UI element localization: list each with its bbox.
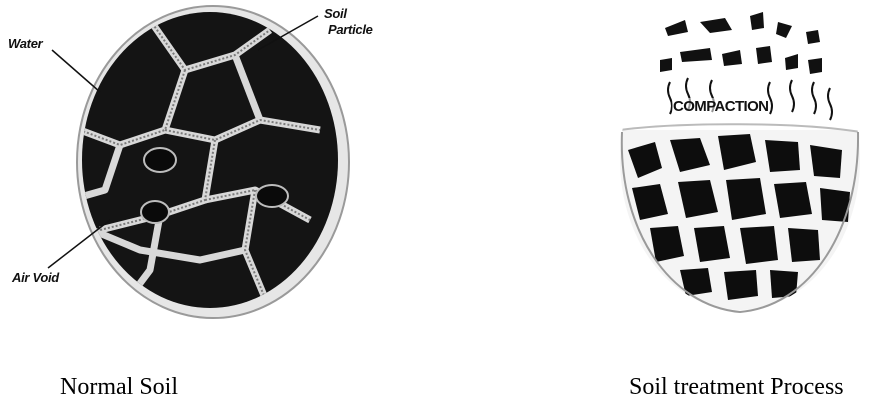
soil-treatment-panel: COMPACTION Soil treatment Process	[560, 0, 871, 412]
soil-treatment-caption: Soil treatment Process	[629, 374, 844, 401]
air-void	[144, 148, 176, 172]
compacted-zone	[610, 124, 870, 320]
air-void	[141, 201, 169, 223]
soil-particles	[70, 0, 360, 330]
water-callout-line	[52, 50, 100, 92]
soil-particle-label-line1: Soil	[324, 6, 347, 21]
air-void-label: Air Void	[12, 270, 59, 285]
water-label: Water	[8, 36, 42, 51]
normal-soil-illustration	[0, 0, 430, 412]
soil-particle-label-line2: Particle	[328, 22, 373, 37]
compaction-illustration	[560, 0, 871, 412]
normal-soil-caption: Normal Soil	[60, 374, 178, 401]
loose-particles	[660, 12, 822, 74]
normal-soil-panel: Water Soil Particle Air Void Normal Soil	[0, 0, 430, 412]
air-void	[256, 185, 288, 207]
compaction-label: COMPACTION	[672, 98, 769, 115]
